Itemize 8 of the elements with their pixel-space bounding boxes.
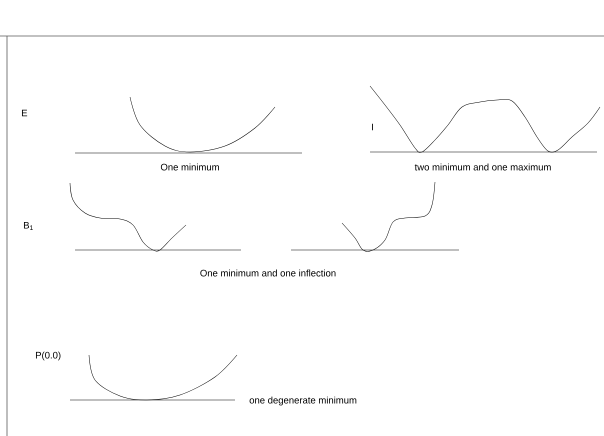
- axis-label: E: [22, 110, 28, 116]
- axis-label: P(0.0): [36, 352, 60, 360]
- curve-caption: One minimum: [160, 164, 219, 170]
- curve-caption: one degenerate minimum: [250, 396, 356, 406]
- axis-label: B$_{1}$: [24, 222, 33, 230]
- curve-caption: two minimum and one maximum: [414, 164, 551, 170]
- curve-caption: One minimum and one inflection: [200, 270, 336, 276]
- axis-label: I: [372, 124, 373, 130]
